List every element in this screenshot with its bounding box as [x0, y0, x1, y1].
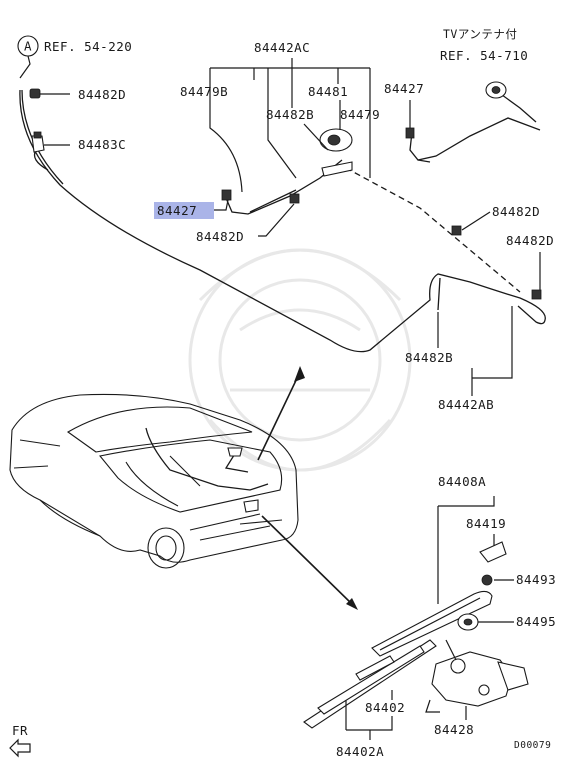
left-labels: 84482D 84483C — [78, 87, 126, 152]
nozzle-84481 — [319, 128, 353, 177]
front-marker-label: FR — [12, 723, 28, 738]
label-84442ac: 84442AC — [254, 40, 310, 55]
label-84427-highlighted[interactable]: 84427 — [157, 203, 197, 218]
highlight-box — [154, 202, 214, 219]
label-84481: 84481 — [308, 84, 348, 99]
clip-84482d-right1 — [451, 225, 462, 236]
label-84482b-bottom: 84482B — [405, 350, 453, 365]
label-84482d-right2: 84482D — [506, 233, 554, 248]
callout-a: A REF. 54-220 — [17, 35, 132, 79]
label-84479b: 84479B — [180, 84, 228, 99]
label-84482d-right1: 84482D — [492, 204, 540, 219]
wiper-assembly — [303, 541, 529, 729]
label-84427-highlighted-group[interactable]: 84427 — [154, 199, 229, 219]
label-84479: 84479 — [340, 107, 380, 122]
wiper-labels: 84408A 84419 84493 84495 84402 84402A 84… — [336, 474, 556, 759]
connector-84427-top — [405, 127, 415, 139]
label-84402: 84402 — [365, 700, 405, 715]
callout-a-ref: REF. 54-220 — [44, 39, 132, 54]
mid-labels: 84482D 84482D 84482D 84482B 84442AB — [196, 203, 554, 412]
pointer-arrows — [257, 366, 358, 610]
label-84428: 84428 — [434, 722, 474, 737]
clip-84427-highlighted — [221, 189, 232, 201]
label-84402a: 84402A — [336, 744, 384, 759]
label-84495: 84495 — [516, 614, 556, 629]
tv-antenna-label: TVアンテナ付 — [443, 27, 517, 41]
clip-84482d-mid — [289, 193, 300, 204]
top-label-group: 84442AC 84479B 84481 84482B 84479 84427 — [180, 40, 424, 193]
front-arrow-icon — [9, 738, 31, 758]
vehicle-illustration — [9, 393, 299, 569]
label-84483c: 84483C — [78, 137, 126, 152]
label-84419: 84419 — [466, 516, 506, 531]
label-84482b-top: 84482B — [266, 107, 314, 122]
front-marker: FR — [9, 723, 31, 758]
label-84482d-mid: 84482D — [196, 229, 244, 244]
label-84442ab: 84442AB — [438, 397, 494, 412]
grommet-84483c — [31, 131, 70, 153]
label-84408a: 84408A — [438, 474, 486, 489]
label-84493: 84493 — [516, 572, 556, 587]
tv-antenna-ref: REF. 54-710 — [440, 48, 528, 63]
tv-antenna-note: TVアンテナ付 REF. 54-710 — [440, 27, 528, 63]
watermark-crest — [188, 248, 412, 472]
clip-84482d-right2 — [531, 289, 542, 300]
label-84482d-left: 84482D — [78, 87, 126, 102]
antenna-module — [485, 81, 507, 99]
label-84427-top: 84427 — [384, 81, 424, 96]
clip-84482d-left — [29, 88, 70, 99]
diagram-code: D00079 — [514, 740, 551, 751]
callout-a-letter: A — [24, 39, 32, 54]
